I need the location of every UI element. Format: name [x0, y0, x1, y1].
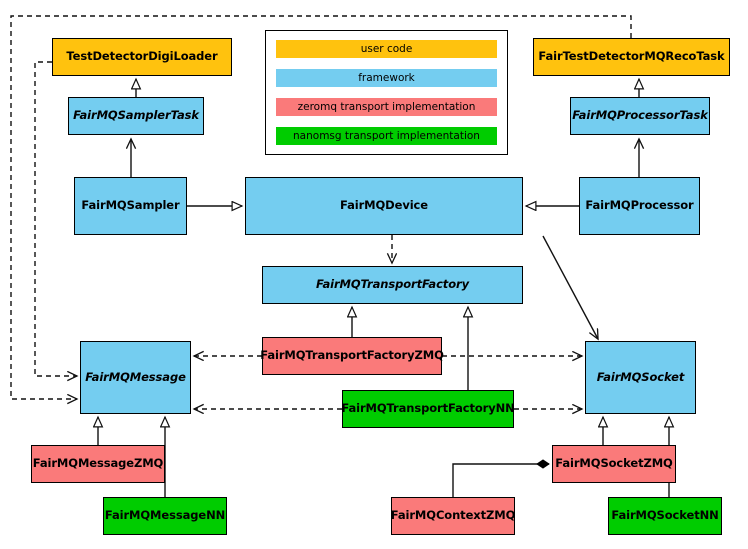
class-node-label: FairMQTransportFactoryNN [341, 401, 515, 416]
class-node-label: FairMQDevice [340, 198, 428, 213]
class-node-fairmqmessagezmq[interactable]: FairMQMessageZMQ [31, 445, 165, 483]
legend-item-2: zeromq transport implementation [276, 98, 497, 116]
class-node-label: FairMQProcessor [585, 198, 694, 213]
class-node-fairmqprocessortask[interactable]: FairMQProcessorTask [570, 97, 710, 135]
class-node-label: FairMQSampler [81, 198, 180, 213]
class-node-label: FairMQTransportFactoryZMQ [260, 348, 444, 363]
edge-device-to-socket [542, 235, 598, 339]
class-node-fairmqtransportfactoryzmq[interactable]: FairMQTransportFactoryZMQ [260, 337, 444, 375]
class-node-fairmqmessage[interactable]: FairMQMessage [80, 341, 191, 414]
class-node-label: FairMQSamplerTask [73, 108, 199, 123]
class-node-label: FairMQSocketNN [611, 508, 719, 523]
class-node-label: FairMQMessage [85, 369, 186, 384]
class-node-fairmqsamplertask[interactable]: FairMQSamplerTask [68, 97, 204, 135]
class-node-fairmqsocketzmq[interactable]: FairMQSocketZMQ [552, 445, 676, 483]
class-node-fairmqsocketnn[interactable]: FairMQSocketNN [608, 497, 722, 535]
class-node-fairmqtransportfactorynn[interactable]: FairMQTransportFactoryNN [341, 390, 515, 428]
legend-item-3: nanomsg transport implementation [276, 127, 497, 145]
class-node-label: FairMQMessageNN [104, 508, 226, 523]
edge-socketzmq-composes-contextzmq [452, 459, 550, 497]
legend-item-label: nanomsg transport implementation [293, 130, 480, 142]
class-node-fairmqtransportfactory[interactable]: FairMQTransportFactory [262, 266, 523, 304]
class-node-fairtestdetectormqrecotask[interactable]: FairTestDetectorMQRecoTask [533, 38, 730, 76]
class-node-label: FairMQProcessorTask [572, 108, 708, 123]
class-node-fairmqmessagenn[interactable]: FairMQMessageNN [103, 497, 227, 535]
legend-item-0: user code [276, 40, 497, 58]
class-node-label: FairMQMessageZMQ [32, 456, 164, 471]
class-node-fairmqsampler[interactable]: FairMQSampler [74, 177, 187, 235]
class-node-label: TestDetectorDigiLoader [66, 49, 218, 64]
legend-item-label: zeromq transport implementation [297, 101, 476, 113]
legend-item-label: user code [360, 43, 413, 55]
class-node-fairmqdevice[interactable]: FairMQDevice [245, 177, 523, 235]
class-node-label: FairTestDetectorMQRecoTask [538, 49, 725, 64]
class-node-label: FairMQTransportFactory [316, 277, 469, 292]
class-node-fairmqprocessor[interactable]: FairMQProcessor [579, 177, 700, 235]
class-node-label: FairMQSocket [596, 369, 685, 384]
class-node-testdetectordigiloader[interactable]: TestDetectorDigiLoader [52, 38, 232, 76]
legend-item-1: framework [276, 69, 497, 87]
class-node-fairmqcontextzmq[interactable]: FairMQContextZMQ [391, 497, 515, 535]
legend-item-label: framework [358, 72, 415, 84]
class-node-fairmqsocket[interactable]: FairMQSocket [585, 341, 696, 414]
class-node-label: FairMQContextZMQ [390, 508, 516, 523]
color-legend: user code framework zeromq transport imple… [265, 30, 508, 155]
class-node-label: FairMQSocketZMQ [555, 456, 673, 471]
